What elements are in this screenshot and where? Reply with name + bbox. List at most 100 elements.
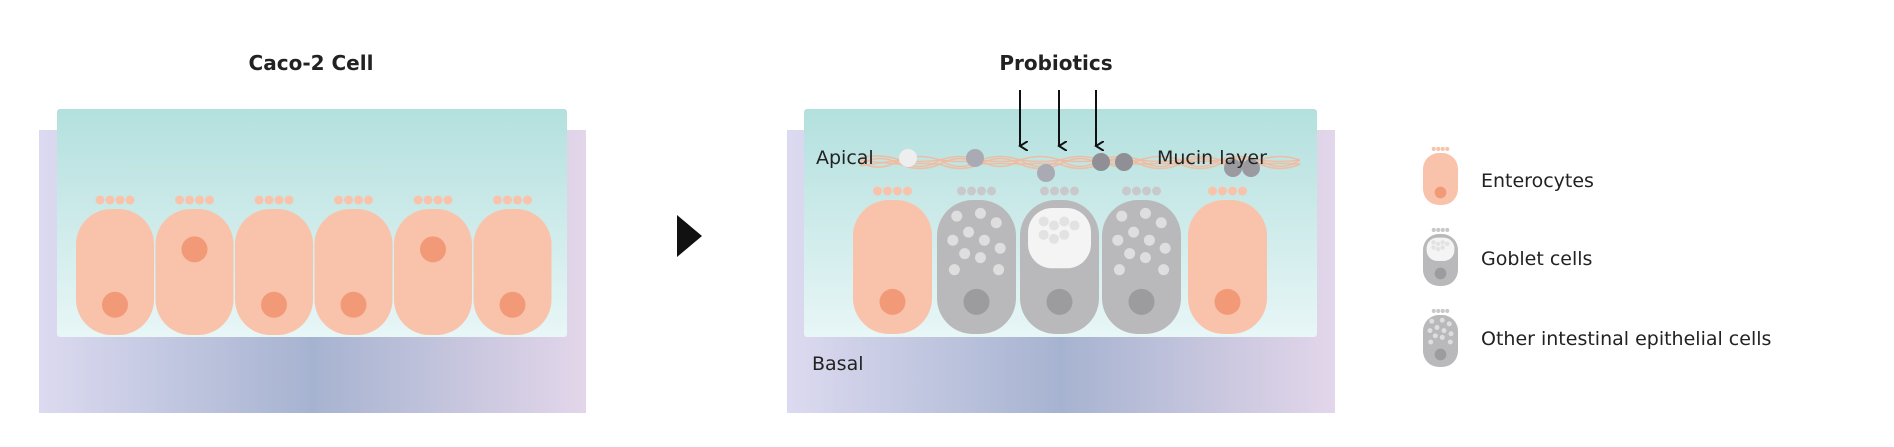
microvillus	[1060, 186, 1069, 196]
mucin-fiber	[859, 157, 1301, 170]
nucleus	[340, 291, 367, 318]
microvillus	[264, 195, 274, 205]
microvillus	[443, 195, 453, 205]
mucin-layer-label: Mucin layer	[1157, 147, 1267, 169]
microvillus	[413, 195, 423, 205]
granule	[1139, 252, 1151, 264]
mucus-granule	[1038, 216, 1049, 227]
microvillus	[883, 186, 892, 196]
granule	[1447, 339, 1453, 345]
transition-arrow-icon	[677, 215, 702, 257]
microvillus	[957, 186, 966, 196]
enterocyte-cell	[235, 195, 313, 335]
granule	[974, 252, 986, 264]
cell-body	[314, 209, 393, 335]
coculture-panel: Probiotics Apical Mucin layer Basal	[787, 51, 1335, 413]
granule	[1124, 248, 1136, 260]
caco2-panel: Caco-2 Cell	[39, 51, 586, 413]
microvillus	[433, 195, 443, 205]
microvillus	[185, 195, 194, 205]
mucus-granule	[1038, 229, 1049, 240]
microvillus	[493, 195, 502, 205]
probiotics-title: Probiotics	[999, 51, 1112, 75]
mucus-granule	[1435, 246, 1441, 252]
mucus-granule	[1059, 229, 1070, 240]
granule	[947, 234, 959, 246]
granule	[1428, 339, 1434, 345]
microvillus	[195, 195, 204, 205]
granule	[959, 248, 971, 260]
cell-body	[155, 209, 234, 335]
granule	[948, 264, 960, 276]
mucin-layer	[859, 149, 1301, 182]
granule	[994, 242, 1006, 254]
cell-body	[76, 209, 154, 335]
mucus-granule	[1444, 241, 1450, 247]
cell-body	[235, 209, 313, 335]
nucleus	[1434, 348, 1447, 361]
microvillus	[1431, 227, 1436, 232]
nucleus	[1434, 267, 1447, 280]
nucleus	[963, 288, 990, 315]
other-epithelial-cell-legend-icon	[1423, 308, 1458, 367]
microvillus	[523, 195, 532, 205]
microvillus	[364, 195, 373, 205]
microvillus	[334, 195, 343, 205]
microvillus	[115, 195, 125, 205]
mucin-fiber	[859, 155, 1301, 168]
granule	[1155, 217, 1167, 229]
microvillus	[284, 195, 294, 205]
cell-body	[1423, 153, 1458, 205]
microvillus	[1208, 186, 1217, 196]
microvillus	[1122, 186, 1131, 196]
probiotic-bacterium	[1092, 153, 1110, 171]
nucleus	[102, 291, 128, 318]
mucus-granule	[1048, 220, 1059, 231]
granule	[1128, 226, 1140, 238]
legend-label-goblet: Goblet cells	[1481, 248, 1592, 270]
microvillus	[1440, 227, 1445, 232]
granule	[1158, 264, 1170, 276]
mucus-granule	[1440, 240, 1445, 245]
mucus-granule	[1435, 241, 1441, 247]
microvillus	[175, 195, 184, 205]
cell-body	[1423, 315, 1458, 367]
granule	[1427, 328, 1433, 334]
microvillus	[903, 186, 912, 196]
coculture-cell-row	[853, 186, 1267, 334]
cell-body	[937, 200, 1016, 334]
microvillus	[1218, 186, 1227, 196]
granule	[1446, 321, 1452, 327]
nucleus	[879, 288, 906, 315]
granule	[978, 234, 990, 246]
granule	[1439, 334, 1445, 340]
microvillus	[1132, 186, 1141, 196]
microvillus	[1238, 186, 1247, 196]
nucleus	[1128, 288, 1155, 315]
granule	[1143, 234, 1155, 246]
granule	[1439, 317, 1445, 323]
microvillus	[1228, 186, 1237, 196]
enterocyte-cell	[155, 195, 234, 335]
nucleus	[1214, 288, 1241, 315]
granule	[1432, 333, 1438, 339]
legend-label-enterocytes: Enterocytes	[1481, 170, 1594, 192]
nucleus	[1046, 288, 1073, 315]
microvillus	[1436, 227, 1441, 232]
caco2-title: Caco-2 Cell	[249, 51, 374, 75]
microvillus	[274, 195, 284, 205]
microvillus	[1431, 146, 1436, 151]
cell-body	[394, 209, 472, 335]
goblet-cell-legend-icon	[1423, 227, 1458, 286]
granule	[993, 264, 1005, 276]
enterocyte-cell	[76, 195, 154, 335]
enterocyte-cell	[853, 186, 932, 334]
mucus-granule-cluster	[1426, 237, 1455, 261]
microvillus	[105, 195, 115, 205]
cell-body	[473, 209, 552, 335]
microvillus	[967, 186, 976, 196]
legend-label-other: Other intestinal epithelial cells	[1481, 328, 1771, 350]
microvillus	[1445, 308, 1450, 313]
microvillus	[1070, 186, 1079, 196]
